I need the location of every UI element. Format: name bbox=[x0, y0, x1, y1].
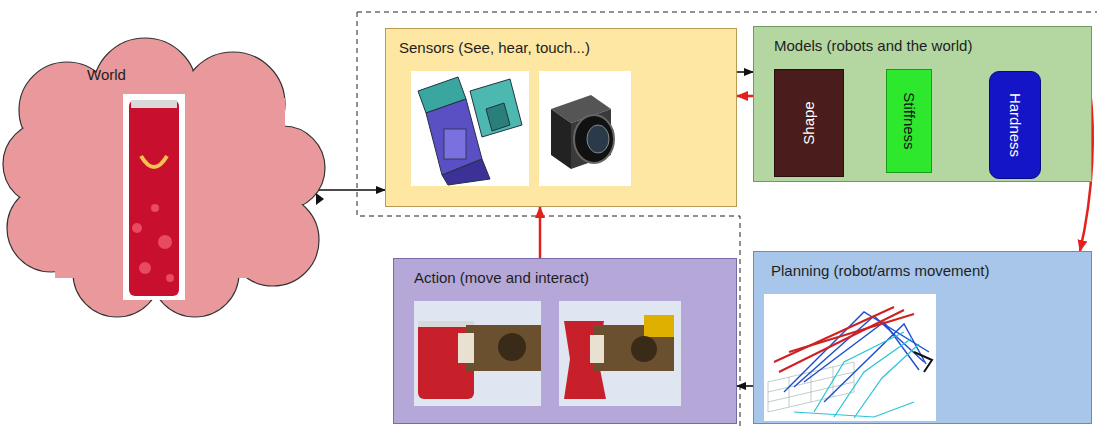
can-dot bbox=[151, 204, 159, 212]
art-shape bbox=[470, 79, 522, 137]
property-label: Stiffness bbox=[900, 92, 918, 149]
art-shape bbox=[444, 129, 466, 159]
art-shape bbox=[551, 109, 571, 169]
can-dot bbox=[132, 223, 142, 233]
process-box: Action (move and interact) bbox=[393, 258, 737, 424]
art-shape bbox=[774, 307, 894, 362]
art-shape bbox=[458, 333, 474, 363]
box-title: World bbox=[87, 66, 126, 84]
flow-arrow bbox=[737, 71, 753, 73]
art-shape bbox=[794, 316, 924, 387]
art-shape bbox=[414, 301, 541, 406]
art-shape bbox=[418, 321, 474, 399]
can-dot bbox=[139, 262, 151, 274]
cloud-illustration bbox=[5, 28, 330, 318]
can-lid bbox=[131, 100, 177, 108]
plot-paths bbox=[794, 332, 919, 418]
art-shape bbox=[644, 315, 674, 337]
can-logo bbox=[141, 156, 167, 167]
camera-drawing bbox=[551, 95, 614, 169]
art-shape bbox=[854, 344, 919, 418]
plot-paths bbox=[784, 312, 929, 402]
art-shape bbox=[418, 321, 474, 327]
feedback-arrow bbox=[539, 207, 542, 258]
box-title: Sensors (See, hear, touch...) bbox=[399, 39, 590, 57]
property-swatch: Shape bbox=[774, 69, 844, 177]
cloud-outline bbox=[3, 38, 325, 317]
world-cloud: World bbox=[5, 28, 330, 318]
box-title: Action (move and interact) bbox=[414, 269, 589, 287]
photo-ground bbox=[123, 94, 185, 300]
art-shape bbox=[794, 402, 914, 417]
squeeze-photo bbox=[559, 301, 681, 406]
art-shape bbox=[814, 332, 904, 412]
small-arrowhead bbox=[316, 193, 324, 205]
process-box: Planning (robot/arms movement) bbox=[753, 251, 1092, 424]
process-box: Sensors (See, hear, touch...) bbox=[385, 28, 737, 207]
plot-grid bbox=[768, 362, 854, 412]
can-dot bbox=[166, 274, 174, 282]
property-swatch: Hardness bbox=[989, 71, 1041, 179]
property-label: Shape bbox=[800, 101, 818, 144]
image-ground bbox=[411, 71, 529, 186]
box-title: Planning (robot/arms movement) bbox=[771, 262, 989, 280]
image-ground bbox=[539, 71, 631, 186]
art-shape bbox=[498, 333, 526, 361]
art-shape bbox=[559, 301, 681, 406]
art-shape bbox=[768, 362, 854, 412]
art-shape bbox=[834, 338, 912, 417]
art-shape bbox=[486, 103, 510, 131]
art-shape bbox=[789, 314, 914, 352]
flow-arrow bbox=[318, 189, 385, 191]
plot-ground bbox=[764, 294, 936, 421]
art-shape bbox=[466, 325, 541, 371]
dashed-boundary bbox=[357, 12, 1097, 13]
art-shape bbox=[768, 362, 854, 412]
soda-can bbox=[123, 94, 185, 300]
feedback-arrow bbox=[737, 95, 753, 98]
art-shape bbox=[587, 125, 609, 153]
grasp-photo bbox=[414, 301, 541, 406]
box-title: Models (robots and the world) bbox=[774, 37, 972, 55]
property-label: Hardness bbox=[1006, 93, 1024, 157]
art-shape bbox=[442, 159, 490, 185]
art-shape bbox=[590, 335, 604, 363]
gripper-mark bbox=[914, 352, 932, 372]
dashed-boundary bbox=[357, 12, 740, 429]
flow-arrow bbox=[737, 385, 753, 387]
property-swatch: Stiffness bbox=[886, 69, 932, 173]
can-dot bbox=[158, 235, 172, 249]
art-shape bbox=[574, 115, 614, 163]
tactile-sensor-drawing bbox=[418, 77, 522, 185]
can-body bbox=[129, 100, 179, 296]
art-shape bbox=[631, 336, 657, 362]
cloud-fill bbox=[4, 39, 324, 316]
process-box: Models (robots and the world) Shape Stiffn… bbox=[753, 26, 1092, 182]
